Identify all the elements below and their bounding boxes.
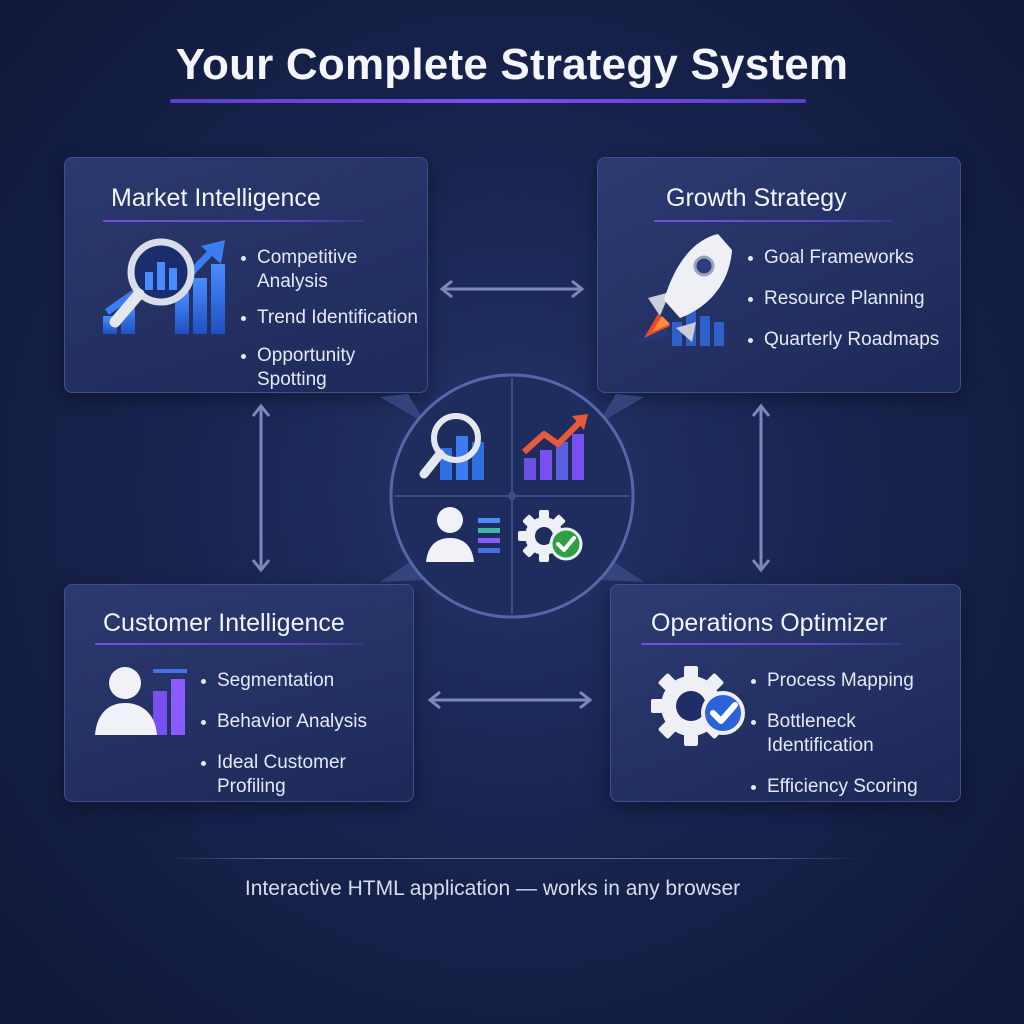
feature-list: Segmentation Behavior Analysis Ideal Cus… [201,669,406,799]
card-underline [103,220,363,222]
central-hub [380,372,644,622]
double-arrow-bottom [424,689,596,711]
list-item: Quarterly Roadmaps [748,328,953,352]
growth-strategy-card[interactable]: Growth Strategy Goal Frameworks Resource… [597,157,961,393]
list-item: Efficiency Scoring [751,775,956,799]
magnifier-chart-icon [101,232,235,336]
feature-list: Goal Frameworks Resource Planning Quarte… [748,246,953,352]
feature-list: Process Mapping Bottleneck Identificatio… [751,669,956,799]
card-underline [654,220,894,222]
list-item: Resource Planning [748,287,953,311]
feature-list: Competitive Analysis Trend Identificatio… [241,246,421,392]
customer-intelligence-card[interactable]: Customer Intelligence Segmentation Behav… [64,584,414,802]
card-title: Market Intelligence [111,184,321,213]
rocket-icon [622,226,742,348]
user-bars-icon [93,663,193,737]
double-arrow-top [436,278,588,300]
list-item: Competitive Analysis [241,246,421,294]
list-item: Goal Frameworks [748,246,953,270]
list-item: Bottleneck Identification [751,710,956,758]
double-arrow-left [250,402,272,574]
card-title: Customer Intelligence [103,609,345,638]
card-title: Operations Optimizer [651,609,887,638]
double-arrow-right [750,402,772,574]
market-intelligence-card[interactable]: Market Intelligence Competitive Analysis… [64,157,428,393]
list-item: Process Mapping [751,669,956,693]
title-underline [170,99,806,103]
card-underline [95,643,363,645]
footer-caption: Interactive HTML application — works in … [0,877,985,901]
list-item: Trend Identification [241,306,421,330]
card-underline [641,643,903,645]
list-item: Behavior Analysis [201,710,406,734]
list-item: Segmentation [201,669,406,693]
card-title: Growth Strategy [666,184,847,213]
footer-divider [165,858,860,859]
operations-optimizer-card[interactable]: Operations Optimizer Process Mapping [610,584,961,802]
gear-check-icon [651,665,751,747]
list-item: Ideal Customer Profiling [201,751,406,799]
page-title: Your Complete Strategy System [0,40,1024,90]
